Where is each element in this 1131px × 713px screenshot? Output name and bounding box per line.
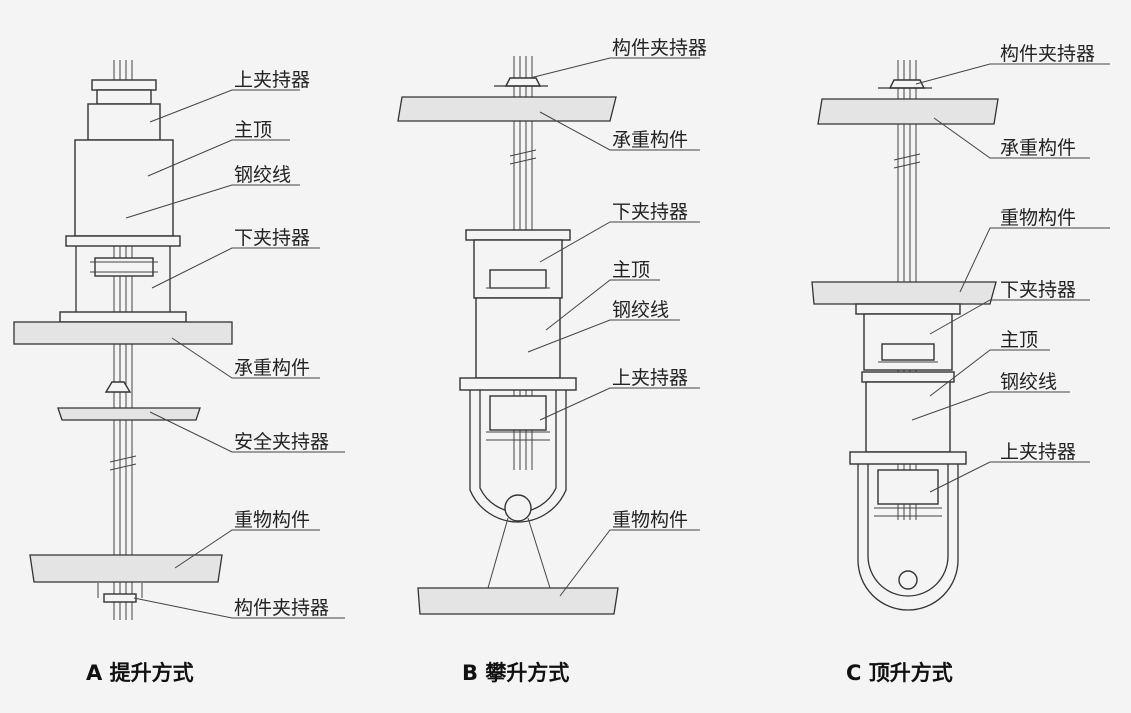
lower-clamp — [855, 303, 961, 371]
label-bearing-member: 承重构件 — [1000, 137, 1076, 159]
label-lower-clamp: 下夹持器 — [612, 201, 688, 223]
upper-clamp — [459, 377, 577, 441]
leader-lines — [125, 89, 345, 619]
label-upper-clamp: 上夹持器 — [612, 367, 688, 389]
bearing-member-slab — [397, 96, 617, 122]
lower-clamp — [59, 235, 187, 323]
label-strand: 钢绞线 — [612, 299, 669, 321]
heavy-member-slab — [811, 281, 997, 305]
member-clamp — [103, 593, 137, 603]
lower-clamp — [465, 229, 571, 299]
bearing-member-slab — [13, 321, 233, 345]
member-clamp — [494, 77, 548, 87]
label-strand: 钢绞线 — [1000, 371, 1057, 393]
label-bearing-member: 承重构件 — [612, 129, 688, 151]
label-heavy-member: 重物构件 — [1000, 207, 1076, 229]
lifting-sling — [469, 390, 567, 589]
bearing-member-slab — [817, 98, 999, 125]
leader-lines — [911, 63, 1110, 493]
main-jack — [861, 371, 955, 453]
upper-clamp — [849, 451, 967, 517]
member-clamp — [878, 79, 932, 89]
heavy-member-slab — [29, 554, 223, 583]
main-jack — [475, 297, 561, 379]
label-upper-clamp: 上夹持器 — [1000, 441, 1076, 463]
label-safety-clamp: 安全夹持器 — [234, 431, 329, 453]
main-jack — [74, 139, 174, 237]
label-member-clamp: 构件夹持器 — [612, 37, 707, 59]
label-lower-clamp: 下夹持器 — [234, 227, 310, 249]
label-lower-clamp: 下夹持器 — [1000, 279, 1076, 301]
panel-a: 上夹持器 主顶 钢绞线 下夹持器 承重构件 安全夹持器 重物构件 构件夹持器 A… — [13, 60, 345, 685]
label-heavy-member: 重物构件 — [234, 509, 310, 531]
panel-b: 构件夹持器 承重构件 下夹持器 主顶 钢绞线 上夹持器 重物构件 B 攀升方式 — [397, 37, 707, 685]
label-member-clamp: 构件夹持器 — [1000, 43, 1095, 65]
label-main-jack: 主顶 — [612, 259, 650, 281]
leader-lines — [527, 57, 700, 597]
caption-c: C 顶升方式 — [846, 661, 953, 685]
lifting-sling — [857, 464, 959, 611]
panel-c: 构件夹持器 承重构件 重物构件 下夹持器 主顶 钢绞线 上夹持器 C 顶升方式 — [811, 43, 1110, 685]
label-strand: 钢绞线 — [234, 164, 291, 186]
caption-a: A 提升方式 — [86, 661, 194, 685]
label-main-jack: 主顶 — [1000, 329, 1038, 351]
label-upper-clamp: 上夹持器 — [234, 69, 310, 91]
heavy-member-slab — [417, 587, 619, 615]
label-main-jack: 主顶 — [234, 119, 272, 141]
label-bearing-member: 承重构件 — [234, 357, 310, 379]
label-heavy-member: 重物构件 — [612, 509, 688, 531]
safety-clamp — [57, 381, 201, 421]
caption-b: B 攀升方式 — [462, 661, 569, 685]
upper-clamp — [87, 79, 161, 141]
label-member-clamp: 构件夹持器 — [234, 597, 329, 619]
